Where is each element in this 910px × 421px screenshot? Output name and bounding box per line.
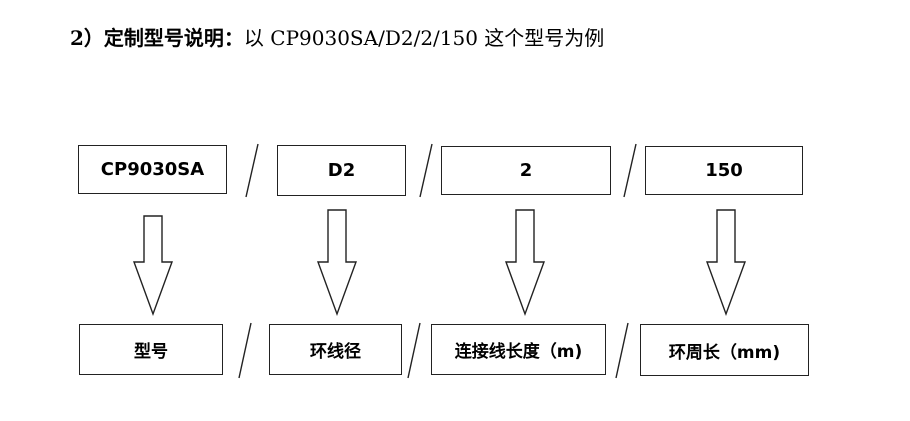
separator-slash: [238, 322, 252, 379]
down-arrow-icon: [316, 209, 358, 317]
separator-slash: [407, 322, 421, 379]
separator-slash: [245, 143, 259, 198]
heading: 2）定制型号说明：以 CP9030SA/D2/2/150 这个型号为例: [70, 24, 604, 52]
separator-slash: [623, 143, 637, 198]
down-arrow-icon: [705, 209, 747, 317]
meaning-box-cable-length: 连接线长度（m): [431, 324, 606, 375]
down-arrow-icon: [132, 215, 174, 317]
code-box-wire-diameter: D2: [277, 145, 406, 196]
meaning-box-ring-circumference: 环周长（mm): [640, 324, 809, 376]
heading-text: 以 CP9030SA/D2/2/150 这个型号为例: [243, 26, 605, 50]
meaning-box-model: 型号: [79, 324, 223, 375]
separator-slash: [615, 322, 629, 379]
code-box-cable-length: 2: [441, 146, 611, 195]
code-box-model: CP9030SA: [78, 145, 227, 194]
meaning-box-wire-diameter: 环线径: [269, 324, 402, 375]
code-box-ring-circumference: 150: [645, 146, 803, 195]
down-arrow-icon: [504, 209, 546, 317]
separator-slash: [419, 143, 433, 198]
heading-label: 2）定制型号说明：: [70, 26, 244, 50]
